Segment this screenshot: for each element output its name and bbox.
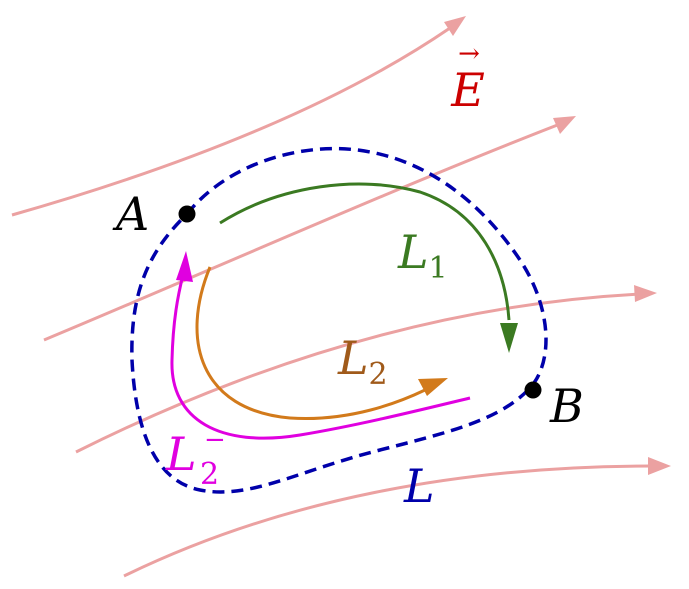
- path-l2-reversed-arrowhead: [176, 251, 193, 282]
- point-b-label: B: [549, 379, 584, 433]
- field-line: [75, 292, 641, 454]
- field-line: [43, 122, 561, 342]
- path-l2-arrowhead: [418, 378, 448, 396]
- field-lines: [11, 16, 671, 578]
- path-l2-label-main: L: [337, 331, 369, 385]
- point-a-dot: [178, 205, 196, 223]
- field-arrowhead: [634, 285, 657, 302]
- closed-loop-l: [130, 146, 548, 494]
- path-l2-reversed: [170, 274, 471, 440]
- field-arrowhead: [648, 457, 671, 475]
- path-l2-label-sub: 2: [369, 357, 388, 392]
- point-a-label: A: [112, 187, 149, 241]
- path-l2-reversed-label-sup: −: [204, 425, 226, 455]
- path-l1: [219, 182, 511, 321]
- path-l1-label-main: L: [397, 225, 429, 279]
- path-l2-label: L2: [337, 331, 388, 392]
- path-l2-reversed-label-sub: 2: [200, 457, 219, 492]
- field-arrowhead: [444, 16, 466, 36]
- point-b-dot: [524, 381, 542, 399]
- loop-label-l: L: [403, 459, 435, 513]
- field-vector-mark: →: [458, 39, 480, 69]
- field-label-e: E: [450, 63, 485, 117]
- path-l2-reversed-label: L: [165, 427, 197, 481]
- path-l2: [195, 266, 426, 421]
- field-arrowhead: [553, 116, 576, 134]
- field-line: [123, 464, 653, 578]
- path-l1-label-sub: 1: [429, 251, 448, 286]
- field-line: [11, 26, 451, 217]
- path-l1-arrowhead: [500, 323, 518, 353]
- path-l1-label: L1: [397, 225, 448, 286]
